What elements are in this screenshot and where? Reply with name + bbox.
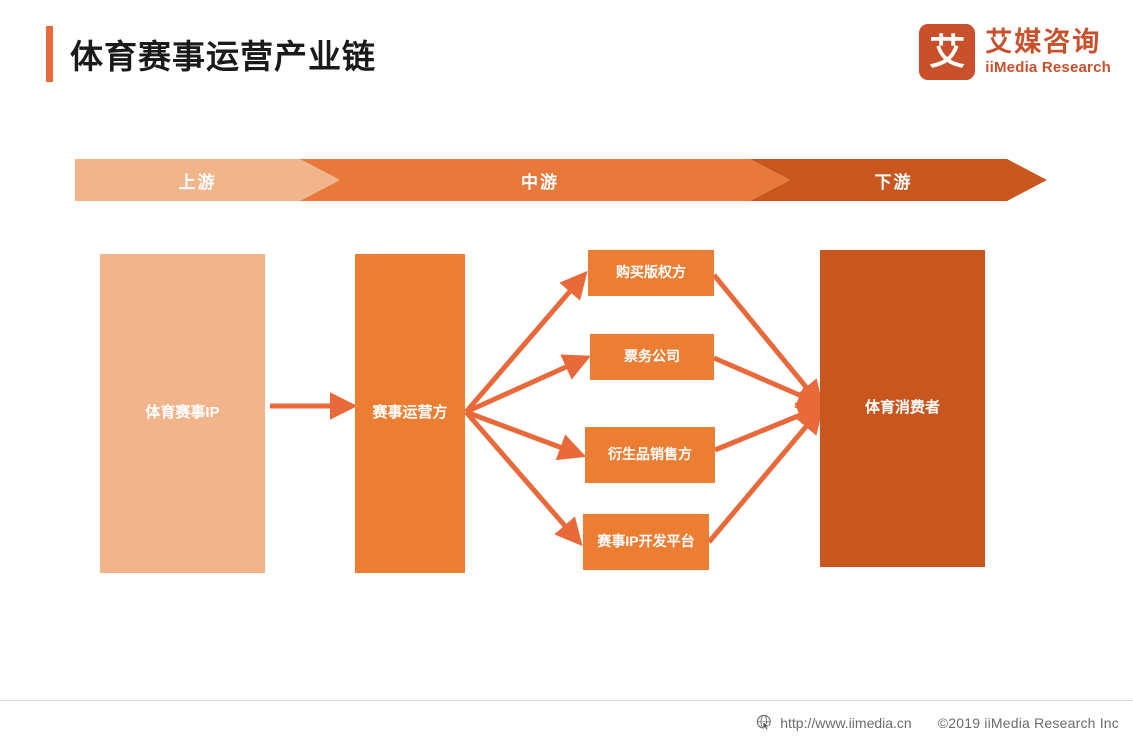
node-ticketing-company[interactable]: 票务公司 (590, 334, 714, 380)
arrow-operator-to-mid-4 (464, 410, 583, 547)
logo-name-en: iiMedia Research (985, 58, 1111, 76)
footer-url-group[interactable]: http://www.iimedia.cn (756, 714, 912, 731)
globe-cursor-icon (757, 714, 771, 731)
banner-label-upstream: 上游 (178, 172, 217, 192)
logo-name-cn: 艾媒咨询 (985, 27, 1102, 58)
node-sports-event-ip[interactable]: 体育赛事IP (100, 254, 265, 573)
banner-label-midstream: 中游 (521, 172, 559, 192)
title-accent-bar (46, 26, 53, 82)
logo-mark-icon: 艾 (919, 24, 976, 80)
node-sports-consumer[interactable]: 体育消费者 (820, 250, 985, 567)
arrow-mid-2-to-consumer (713, 355, 826, 408)
arrow-mid-4-to-consumer (707, 405, 824, 544)
node-merchandise-seller[interactable]: 衍生品销售方 (585, 427, 715, 483)
logo-text: 艾媒咨询 iiMedia Research (985, 27, 1111, 76)
page-title: 体育赛事运营产业链 (70, 38, 376, 75)
footer-url[interactable]: http://www.iimedia.cn (780, 714, 912, 731)
arrow-operator-to-mid-2 (464, 354, 592, 415)
arrow-mid-3-to-consumer (714, 402, 826, 453)
banner-segment-downstream: 下游 (750, 159, 1047, 201)
footer-divider (0, 700, 1133, 701)
footer-copyright: ©2019 iiMedia Research Inc (937, 714, 1119, 731)
banner-segment-midstream: 中游 (300, 159, 790, 201)
node-rights-buyer[interactable]: 购买版权方 (588, 250, 714, 296)
banner-segment-upstream: 上游 (75, 159, 340, 201)
arrow-mid-1-to-consumer (712, 273, 824, 409)
arrow-operator-to-mid-1 (464, 270, 588, 414)
node-event-operator[interactable]: 赛事运营方 (355, 254, 465, 573)
value-chain-banner: 上游 中游 下游 (75, 159, 1047, 201)
banner-label-downstream: 下游 (874, 172, 913, 192)
footer: http://www.iimedia.cn ©2019 iiMedia Rese… (756, 714, 1119, 731)
node-ip-development-platform[interactable]: 赛事IP开发平台 (583, 514, 709, 570)
brand-logo: 艾 艾媒咨询 iiMedia Research (919, 24, 1111, 80)
arrow-operator-to-mid-3 (465, 409, 587, 461)
